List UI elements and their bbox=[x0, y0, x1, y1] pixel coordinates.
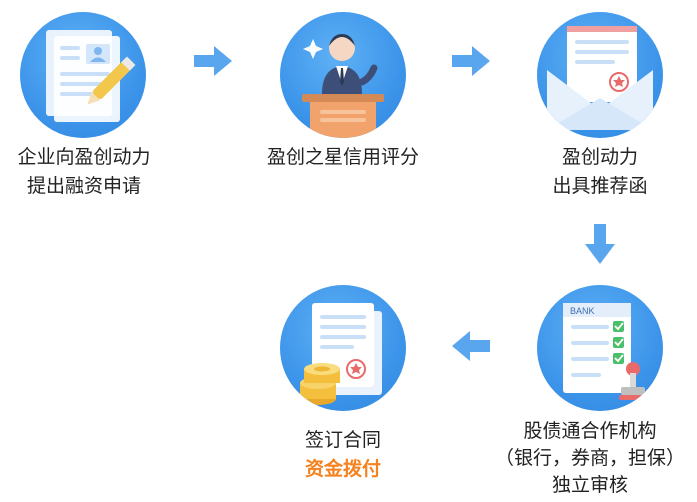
step-apply-circle bbox=[20, 12, 146, 138]
step-review-caption: 股债通合作机构 （银行，券商，担保） 独立审核 bbox=[485, 418, 695, 499]
step-review-line-2: （银行，券商，担保） bbox=[494, 447, 685, 469]
contract-coins-icon bbox=[300, 303, 382, 405]
bank-label: BANK bbox=[570, 306, 595, 316]
step-apply-line-2: 提出融资申请 bbox=[26, 175, 141, 197]
step-score-line-1: 盈创之星信用评分 bbox=[266, 146, 419, 168]
step-letter-line-2: 出具推荐函 bbox=[552, 175, 648, 197]
step-apply-line-1: 企业向盈创动力 bbox=[17, 146, 151, 168]
arrow-down-icon bbox=[585, 224, 615, 264]
step-apply-caption: 企业向盈创动力 提出融资申请 bbox=[0, 143, 168, 201]
step-score-caption: 盈创之星信用评分 bbox=[243, 143, 443, 172]
step-fund-highlight: 资金拨付 bbox=[304, 458, 381, 480]
step-score-circle bbox=[280, 12, 406, 138]
step-letter-line-1: 盈创动力 bbox=[561, 146, 638, 168]
presenter-podium-icon bbox=[302, 34, 384, 138]
step-review-circle: BANK bbox=[537, 285, 663, 411]
step-letter-circle bbox=[537, 12, 663, 138]
step-fund-circle bbox=[280, 285, 406, 411]
step-fund-caption: 签订合同 资金拨付 bbox=[243, 426, 443, 484]
step-review-line-3: 独立审核 bbox=[551, 474, 628, 496]
step-letter-caption: 盈创动力 出具推荐函 bbox=[510, 143, 690, 201]
arrow-right-icon bbox=[194, 46, 232, 76]
application-form-pen-icon bbox=[46, 30, 136, 122]
arrow-left-icon bbox=[452, 331, 490, 361]
step-review-line-1: 股债通合作机构 bbox=[523, 420, 657, 442]
arrow-right-icon bbox=[452, 46, 490, 76]
step-fund-line-1: 签订合同 bbox=[304, 429, 381, 451]
recommendation-letter-envelope-icon bbox=[547, 26, 653, 130]
bank-checklist-stamp-icon: BANK bbox=[563, 303, 647, 400]
